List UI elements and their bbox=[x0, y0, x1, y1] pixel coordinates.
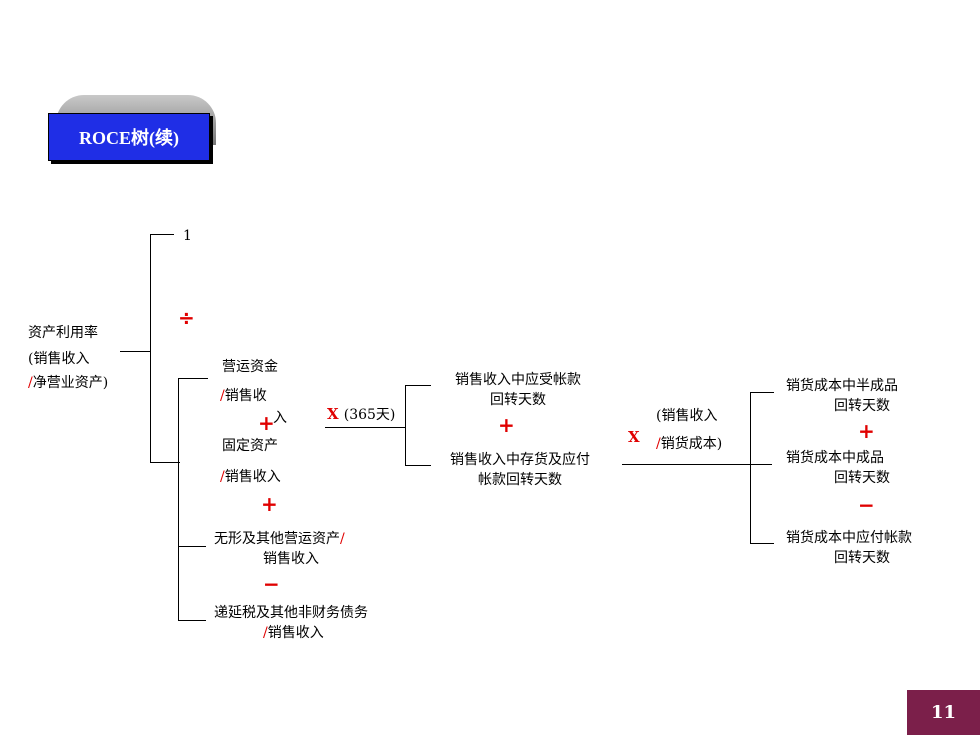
inventory-payables-line2: 帐款回转天数 bbox=[478, 472, 562, 488]
minus-operator: − bbox=[263, 572, 280, 596]
slash-mark: / bbox=[340, 531, 345, 547]
connector bbox=[178, 378, 179, 620]
times-operator-text: X bbox=[628, 428, 640, 446]
semi-finished-line1: 销货成本中半成品 bbox=[786, 378, 898, 394]
connector bbox=[750, 543, 774, 544]
semi-finished-line2: 回转天数 bbox=[834, 398, 890, 414]
receivables-node: 销售收入中应受帐款 回转天数 bbox=[428, 370, 608, 410]
root-line3: /净营业资产) bbox=[28, 373, 108, 393]
connector bbox=[150, 234, 174, 235]
connector bbox=[178, 546, 206, 547]
deferred-tax-line1: 递延税及其他非财务债务 bbox=[214, 605, 368, 621]
slide-title: ROCE树(续) bbox=[79, 128, 179, 148]
times-operator: X bbox=[327, 405, 339, 423]
working-capital-line2-text: 销售收 bbox=[224, 388, 267, 404]
connector bbox=[120, 351, 150, 352]
ratio-line2: /销货成本) bbox=[656, 434, 722, 454]
semi-finished-node: 销货成本中半成品 回转天数 bbox=[786, 376, 956, 416]
slash-mark: / bbox=[263, 625, 268, 641]
connector bbox=[150, 462, 180, 463]
inventory-payables-line1: 销售收入中存货及应付 bbox=[450, 452, 590, 468]
ratio-line1: (销售收入 bbox=[656, 408, 718, 424]
slash-mark: / bbox=[656, 436, 661, 452]
payables-node: 销货成本中应付帐款 回转天数 bbox=[786, 528, 956, 568]
slash-mark: / bbox=[220, 388, 225, 404]
intangible-line1: 无形及其他营运资产/ bbox=[214, 529, 345, 549]
page-number: 11 bbox=[907, 690, 980, 735]
working-capital-line2: /销售收 bbox=[220, 386, 267, 406]
inventory-payables-node: 销售收入中存货及应付 帐款回转天数 bbox=[430, 450, 610, 490]
slash-mark: / bbox=[28, 375, 33, 391]
connector bbox=[405, 465, 431, 466]
ratio-line2-text: 销货成本) bbox=[660, 436, 723, 452]
times-operator: X bbox=[628, 428, 640, 446]
connector bbox=[178, 378, 208, 379]
plus-operator: + bbox=[858, 419, 875, 443]
intangible-line2: 销售收入 bbox=[263, 551, 319, 567]
connector bbox=[178, 620, 206, 621]
fixed-assets-line1: 固定资产 bbox=[222, 438, 278, 454]
multiplier-365: X (365天) bbox=[327, 404, 395, 425]
root-line3-text: 净营业资产) bbox=[32, 375, 109, 391]
minus-operator: − bbox=[858, 493, 875, 517]
intangible-line1-text: 无形及其他营运资产 bbox=[214, 531, 340, 547]
plus-operator: + bbox=[261, 492, 278, 516]
plus-operator: + bbox=[498, 413, 515, 437]
receivables-line1: 销售收入中应受帐款 bbox=[455, 372, 581, 388]
finished-line1: 销货成本中成品 bbox=[786, 450, 884, 466]
connector bbox=[405, 385, 431, 386]
numerator-one: 1 bbox=[183, 228, 192, 244]
plus-operator: + bbox=[258, 411, 275, 435]
root-line2: (销售收入 bbox=[28, 351, 90, 367]
deferred-tax-line2-text: 销售收入 bbox=[267, 625, 324, 641]
slash-mark: / bbox=[220, 469, 225, 485]
multiplier-365-text: (365天) bbox=[343, 407, 396, 423]
payables-line2: 回转天数 bbox=[834, 550, 890, 566]
connector bbox=[325, 427, 405, 428]
finished-node: 销货成本中成品 回转天数 bbox=[786, 448, 956, 488]
receivables-line2: 回转天数 bbox=[490, 392, 546, 408]
fixed-assets-line2-text: 销售收入 bbox=[224, 469, 281, 485]
divide-operator: ÷ bbox=[178, 306, 195, 330]
connector bbox=[622, 464, 772, 465]
working-capital-line2-tail: 入 bbox=[273, 410, 287, 426]
connector bbox=[750, 392, 751, 544]
finished-line2: 回转天数 bbox=[834, 470, 890, 486]
payables-line1: 销货成本中应付帐款 bbox=[786, 530, 912, 546]
working-capital-line1: 营运资金 bbox=[222, 359, 278, 375]
deferred-tax-line2: /销售收入 bbox=[263, 623, 324, 643]
connector bbox=[405, 385, 406, 466]
fixed-assets-line2: /销售收入 bbox=[220, 467, 281, 487]
title-badge: ROCE树(续) bbox=[48, 113, 210, 161]
root-line1: 资产利用率 bbox=[28, 325, 98, 341]
root-node: 资产利用率 (销售收入 /净营业资产) bbox=[28, 323, 108, 393]
connector bbox=[750, 392, 774, 393]
connector bbox=[150, 234, 151, 463]
